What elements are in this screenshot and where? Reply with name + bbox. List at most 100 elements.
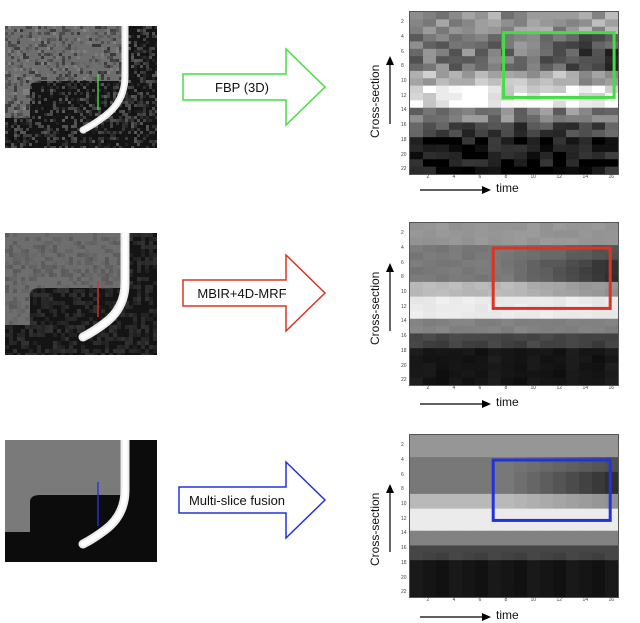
y-tick-label: 16 [401, 333, 407, 340]
y-tick-label: 6 [401, 259, 404, 266]
y-tick-label: 20 [401, 574, 407, 581]
y-axis-label: Cross-section [368, 271, 382, 345]
y-tick-label: 2 [401, 230, 404, 237]
y-axis-label: Cross-section [368, 492, 382, 566]
y-tick-label: 2 [401, 442, 404, 449]
y-tick-label: 22 [401, 589, 407, 596]
y-tick-label: 12 [401, 303, 407, 310]
heatmap-cells [410, 12, 618, 174]
y-tick-label: 22 [401, 377, 407, 384]
x-tick-label: 16 [608, 597, 615, 603]
x-tick-label: 4 [452, 174, 456, 180]
x-tick-label: 8 [504, 385, 508, 391]
y-tick-label: 2 [401, 19, 404, 26]
y-tick-label: 4 [401, 33, 404, 40]
y-axis-label: Cross-section [368, 64, 382, 138]
arrow-shape [182, 47, 327, 127]
y-tick-label: 14 [401, 107, 407, 114]
slice-dark-region [5, 440, 157, 562]
y-tick-label: 6 [401, 48, 404, 55]
y-tick-label: 12 [401, 515, 407, 522]
y-tick-label: 8 [401, 486, 404, 493]
x-tick-label: 6 [478, 174, 482, 180]
y-tick-label: 22 [401, 166, 407, 173]
highlight-box [491, 246, 612, 310]
ct-slice-mbir [5, 233, 157, 355]
x-axis-label: time [496, 608, 519, 622]
x-axis-label: time [496, 181, 519, 195]
y-axis-arrow [386, 484, 394, 552]
y-tick-label: 10 [401, 288, 407, 295]
arrow-shape [178, 460, 327, 540]
y-tick-label: 4 [401, 456, 404, 463]
y-tick-label: 16 [401, 545, 407, 552]
arrow-outline [178, 460, 327, 540]
method-label: Multi-slice fusion [188, 492, 286, 508]
y-tick-label: 14 [401, 530, 407, 537]
arrow-outline [182, 47, 327, 127]
x-axis-arrow [420, 400, 491, 408]
x-tick-label: 14 [582, 597, 589, 603]
x-axis-label: time [496, 395, 519, 409]
ct-slice-image [5, 26, 157, 148]
y-tick-label: 18 [401, 347, 407, 354]
x-tick-label: 14 [582, 174, 589, 180]
y-tick-label: 10 [401, 500, 407, 507]
y-tick-label: 8 [401, 63, 404, 70]
ct-slice-fbp [5, 26, 157, 148]
x-axis-arrow [420, 186, 491, 194]
heatmap-image [410, 435, 618, 597]
arrow-outline [182, 253, 327, 333]
y-tick-label: 20 [401, 362, 407, 369]
y-tick-label: 18 [401, 136, 407, 143]
y-axis-arrow [386, 263, 394, 331]
x-tick-label: 12 [556, 174, 563, 180]
ct-slice-image [5, 233, 157, 355]
y-tick-label: 12 [401, 92, 407, 99]
x-tick-label: 6 [478, 597, 482, 603]
x-tick-label: 16 [608, 385, 615, 391]
method-arrow-mbir: MBIR+4D-MRF [182, 252, 328, 334]
profile-heatmap-fusion [409, 434, 619, 598]
x-tick-label: 4 [452, 385, 456, 391]
x-tick-label: 10 [530, 174, 537, 180]
y-tick-label: 4 [401, 244, 404, 251]
y-axis-arrow [386, 56, 394, 124]
x-tick-label: 2 [426, 385, 430, 391]
heatmap-image [410, 223, 618, 385]
x-tick-label: 12 [556, 385, 563, 391]
y-tick-label: 20 [401, 151, 407, 158]
x-tick-label: 10 [530, 385, 537, 391]
method-arrow-fusion: Multi-slice fusion [178, 459, 328, 541]
ct-slice-fusion [5, 440, 157, 562]
y-tick-label: 8 [401, 274, 404, 281]
y-tick-label: 6 [401, 471, 404, 478]
x-tick-label: 6 [478, 385, 482, 391]
x-tick-label: 2 [426, 597, 430, 603]
heatmap-image [410, 12, 618, 174]
x-tick-label: 4 [452, 597, 456, 603]
y-tick-label: 16 [401, 122, 407, 129]
ct-slice-image [5, 440, 157, 562]
method-arrow-fbp: FBP (3D) [182, 46, 328, 128]
x-tick-label: 8 [504, 597, 508, 603]
profile-heatmap-fbp [409, 11, 619, 175]
profile-heatmap-mbir [409, 222, 619, 386]
y-tick-label: 18 [401, 559, 407, 566]
x-tick-label: 16 [608, 174, 615, 180]
method-label: FBP (3D) [215, 79, 269, 95]
x-tick-label: 10 [530, 597, 537, 603]
slice-dark-region [5, 233, 157, 355]
x-tick-label: 8 [504, 174, 508, 180]
y-tick-label: 14 [401, 318, 407, 325]
x-tick-label: 12 [556, 597, 563, 603]
arrow-shape [182, 253, 327, 333]
x-axis-arrow [420, 613, 491, 621]
highlight-box [491, 458, 612, 522]
method-label: MBIR+4D-MRF [197, 285, 287, 301]
x-tick-label: 14 [582, 385, 589, 391]
x-tick-label: 2 [426, 174, 430, 180]
highlight-box [502, 31, 616, 99]
y-tick-label: 10 [401, 77, 407, 84]
heatmap-cells [410, 223, 618, 385]
